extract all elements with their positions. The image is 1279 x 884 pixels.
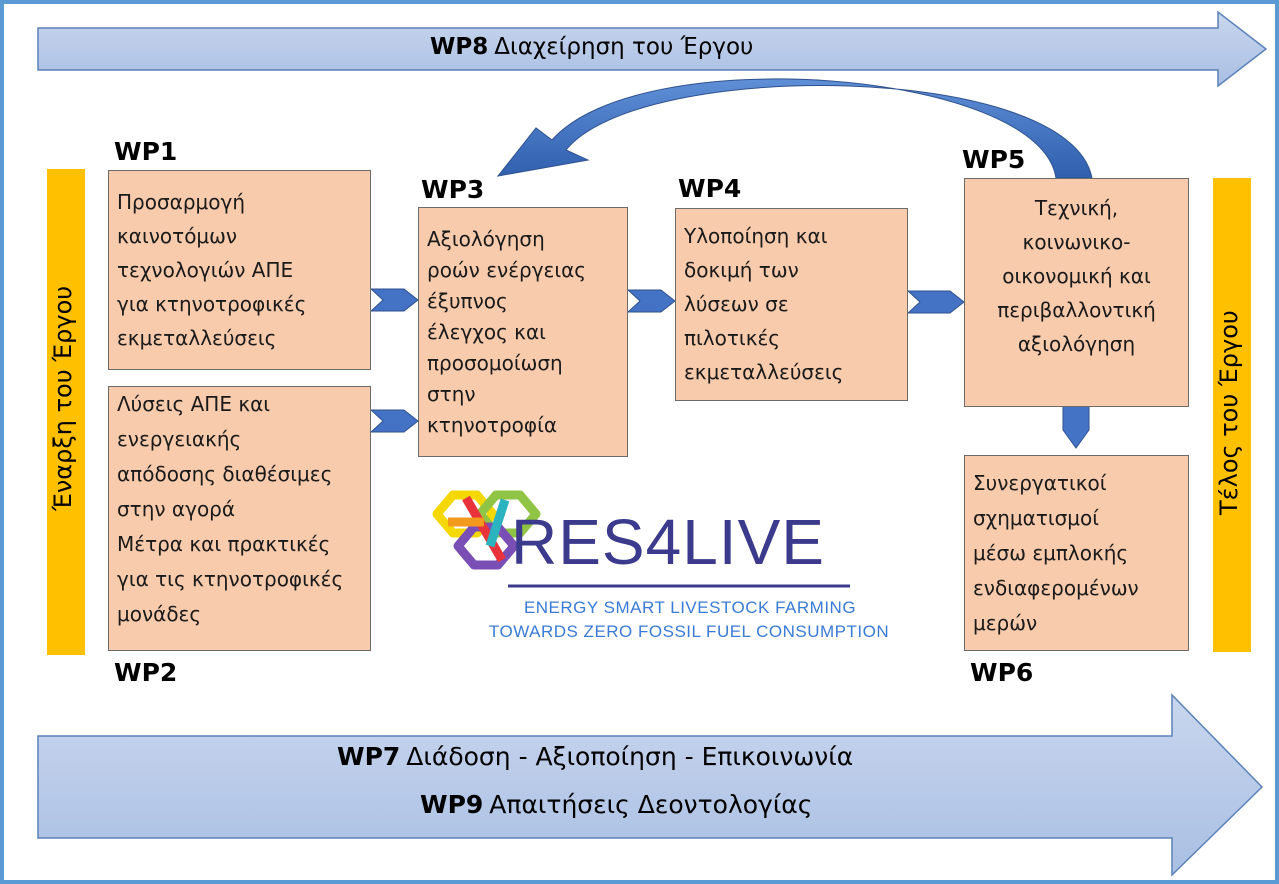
wp6-box: Συνεργατικοί σχηματισμοί μέσω εμπλοκής ε…: [964, 455, 1189, 651]
wp2-line: μονάδες: [117, 602, 202, 626]
logo-tagline-1: ENERGY SMART LIVESTOCK FARMING: [523, 598, 857, 617]
project-start-label: Έναρξη του Έργου: [49, 285, 77, 511]
wp2-line: ενεργειακής: [117, 427, 242, 451]
wp9-code: WP9: [420, 790, 484, 819]
wp1-code: WP1: [114, 137, 178, 166]
connector-wp5-wp6: [1062, 405, 1090, 449]
wp2-box: Λύσεις ΑΠΕ και ενεργειακής απόδοσης διαθ…: [108, 386, 371, 651]
wp4-line: εκμεταλλεύσεις: [684, 360, 844, 384]
wp3-line: έξυπνος: [427, 289, 508, 313]
wp7-label: Διάδοση - Αξιοποίηση - Επικοινωνία: [406, 742, 854, 771]
wp4-code: WP4: [678, 174, 742, 203]
wp3-box: Αξιολόγηση ροών ενέργειας έξυπνος έλεγχο…: [418, 207, 628, 457]
logo-tagline-2: TOWARDS ZERO FOSSIL FUEL CONSUMPTION: [488, 622, 890, 641]
wp5-line: Τεχνική,: [1034, 196, 1119, 220]
wp7-code: WP7: [337, 742, 401, 771]
wp1-line: για κτηνοτροφικές: [117, 292, 307, 316]
wp6-code: WP6: [970, 658, 1034, 687]
wp4-line: πιλοτικές: [684, 326, 781, 350]
project-end-bar: [1213, 178, 1251, 652]
wp1-line: καινοτόμων: [117, 224, 238, 248]
wp3-line: κτηνοτροφία: [427, 413, 558, 437]
wp8-label: Διαχείρηση του Έργου: [494, 34, 754, 60]
wp5-line: κοινωνικο-: [1022, 230, 1131, 254]
wp6-line: Συνεργατικοί: [973, 471, 1107, 495]
connector-wp4-wp5: [906, 290, 965, 314]
wp6-line: ενδιαφερομένων: [973, 576, 1139, 600]
wp5-box: Τεχνική, κοινωνικο- οικονομική και περιβ…: [964, 178, 1189, 407]
bottom-progress-arrow: [37, 693, 1264, 877]
wp2-line: απόδοσης διαθέσιμες: [117, 462, 333, 486]
wp2-line: στην αγορά: [117, 497, 236, 521]
wp4-box: Υλοποίηση και δοκιμή των λύσεων σε πιλοτ…: [675, 208, 908, 401]
wp3-code: WP3: [421, 175, 485, 204]
wp6-line: σχηματισμοί: [973, 506, 1100, 530]
wp4-line: Υλοποίηση και: [684, 224, 828, 248]
wp6-line: μερών: [973, 611, 1038, 635]
wp3-line: στην: [427, 382, 476, 406]
wp2-line: Λύσεις ΑΠΕ και: [117, 392, 271, 416]
wp3-line: ροών ενέργειας: [427, 258, 587, 282]
wp2-line: Μέτρα και πρακτικές: [117, 532, 331, 556]
project-start-bar: [47, 169, 85, 655]
wp1-box: Προσαρμογή καινοτόμων τεχνολογιών ΑΠΕ γι…: [108, 170, 371, 370]
wp6-line: μέσω εμπλοκής: [973, 541, 1129, 565]
project-end-label: Τέλος του Έργου: [1215, 310, 1243, 515]
wp1-line: εκμεταλλεύσεις: [117, 326, 277, 350]
wp5-code: WP5: [962, 145, 1026, 174]
connector-wp2-wp3: [369, 409, 419, 433]
wp2-code: WP2: [114, 658, 178, 687]
wp5-line: οικονομική και: [1002, 264, 1151, 288]
top-progress-arrow: [37, 10, 1268, 88]
wp2-line: για τις κτηνοτροφικές: [117, 567, 344, 591]
wp1-line: τεχνολογιών ΑΠΕ: [117, 258, 294, 282]
wp3-line: προσομοίωση: [427, 351, 563, 375]
wp3-line: έλεγχος και: [427, 320, 546, 344]
wp9-label: Απαιτήσεις Δεοντολογίας: [489, 790, 813, 819]
wp5-line: περιβαλλοντική: [997, 298, 1156, 322]
wp4-line: δοκιμή των: [684, 258, 799, 282]
wp5-line: αξιολόγηση: [1017, 332, 1136, 356]
wp8-code: WP8: [430, 34, 489, 60]
wp4-line: λύσεων σε: [684, 292, 789, 316]
feedback-curved-arrow: [496, 78, 1093, 179]
logo-mark: [432, 490, 541, 570]
connector-wp3-wp4: [626, 289, 676, 313]
connector-wp1-wp3: [369, 288, 419, 312]
logo-name: RES4LIVE: [511, 506, 825, 578]
wp3-line: Αξιολόγηση: [427, 227, 545, 251]
wp1-line: Προσαρμογή: [117, 190, 245, 214]
